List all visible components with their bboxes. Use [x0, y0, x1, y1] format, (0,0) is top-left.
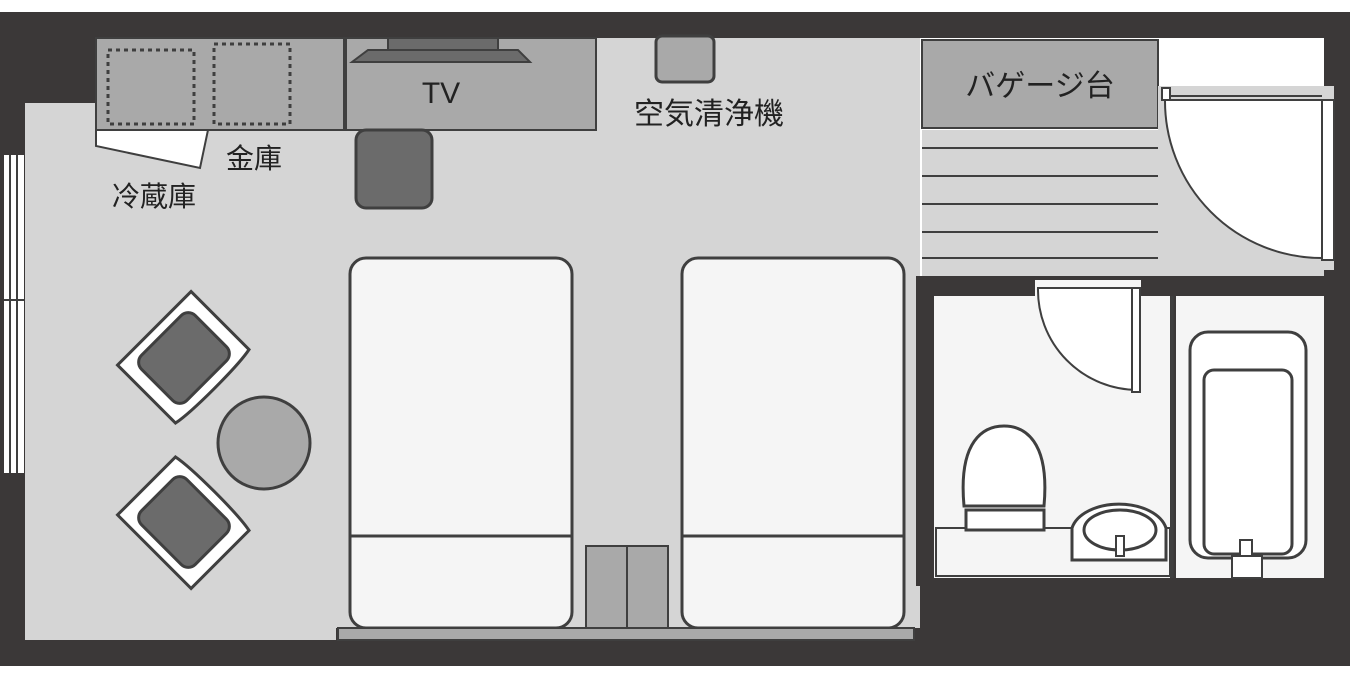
- armchair-bottom: [115, 455, 251, 591]
- fridge-door: [95, 129, 210, 170]
- bathtub: [1188, 330, 1308, 579]
- washbasin: [1070, 502, 1168, 562]
- luggage-rack: [921, 39, 1159, 129]
- bed-right: [680, 256, 906, 630]
- safe-box: [212, 42, 292, 126]
- counter: [95, 37, 345, 170]
- tv-icon: [349, 37, 533, 63]
- air-purifier-label: 空気清浄機: [634, 98, 784, 131]
- toilet: [961, 424, 1047, 532]
- nightstand: [585, 545, 669, 629]
- luggage-rack-label: バゲージ台: [965, 70, 1114, 103]
- bed-left: [348, 256, 574, 630]
- bathroom: [916, 276, 1340, 586]
- bottom-baseboard: [337, 627, 915, 641]
- tv-label: TV: [422, 77, 460, 110]
- fridge-box: [106, 48, 196, 126]
- armchair-top: [115, 289, 251, 425]
- entrance-door: [1158, 86, 1335, 270]
- window: [4, 155, 24, 473]
- fridge-label: 冷蔵庫: [112, 181, 196, 212]
- safe-label: 金庫: [226, 143, 282, 174]
- desk-chair: [354, 128, 434, 210]
- round-table: [216, 395, 312, 491]
- air-purifier: [654, 34, 716, 84]
